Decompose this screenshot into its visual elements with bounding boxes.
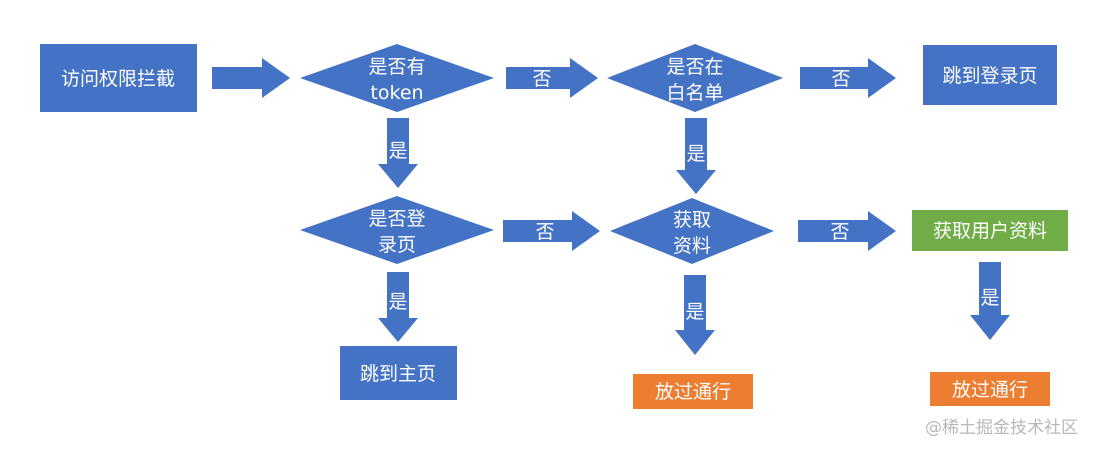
arrow-start-to-token: [212, 58, 290, 98]
pass-label-2: 放过通行: [952, 379, 1028, 401]
check-loggedin-diamond: [300, 196, 494, 264]
get-profile-line2: 资料: [673, 235, 711, 257]
goto-home-label: 跳到主页: [360, 363, 436, 385]
check-whitelist-diamond: [607, 44, 783, 112]
goto-login-label: 跳到登录页: [942, 65, 1037, 87]
arrow-loggedin-no: [503, 211, 600, 251]
arrow-token-no-label: 否: [532, 68, 551, 90]
arrow-whitelist-yes-label: 是: [686, 143, 705, 165]
arrow-token-yes: [378, 118, 418, 188]
arrow-whitelist-yes: [676, 118, 716, 194]
check-token-line1: 是否有: [368, 56, 425, 78]
arrow-userprofile-yes-label: 是: [980, 287, 999, 309]
check-loggedin-line2: 录页: [378, 234, 416, 256]
watermark: @稀土掘金技术社区: [925, 418, 1078, 438]
start-box: [40, 44, 197, 112]
check-loggedin-line1: 是否登: [368, 208, 425, 230]
arrow-profile-no: [798, 211, 896, 251]
arrow-profile-no-label: 否: [830, 221, 849, 243]
arrow-loggedin-yes-label: 是: [388, 291, 407, 313]
arrow-whitelist-no: [800, 58, 896, 98]
arrow-loggedin-no-label: 否: [535, 221, 554, 243]
goto-home-box: [340, 346, 457, 400]
arrow-token-no: [506, 58, 598, 98]
get-profile-diamond: [610, 198, 774, 264]
arrow-profile-yes-label: 是: [685, 301, 704, 323]
pass-box-1: [633, 374, 753, 409]
arrow-loggedin-yes: [378, 272, 418, 342]
arrow-userprofile-yes: [970, 262, 1010, 340]
arrow-token-yes-label: 是: [388, 140, 407, 162]
goto-login-box: [923, 45, 1057, 105]
get-user-profile-label: 获取用户资料: [933, 220, 1047, 242]
check-token-diamond: [300, 44, 494, 112]
start-label: 访问权限拦截: [61, 68, 175, 90]
pass-box-2: [930, 372, 1050, 406]
check-whitelist-line1: 是否在: [666, 56, 723, 78]
arrow-profile-yes: [675, 275, 715, 355]
pass-label-1: 放过通行: [655, 381, 731, 403]
check-token-line2: token: [370, 82, 423, 104]
get-profile-line1: 获取: [673, 209, 711, 231]
arrow-whitelist-no-label: 否: [831, 68, 850, 90]
check-whitelist-line2: 白名单: [666, 82, 723, 104]
get-user-profile-box: [912, 210, 1068, 251]
